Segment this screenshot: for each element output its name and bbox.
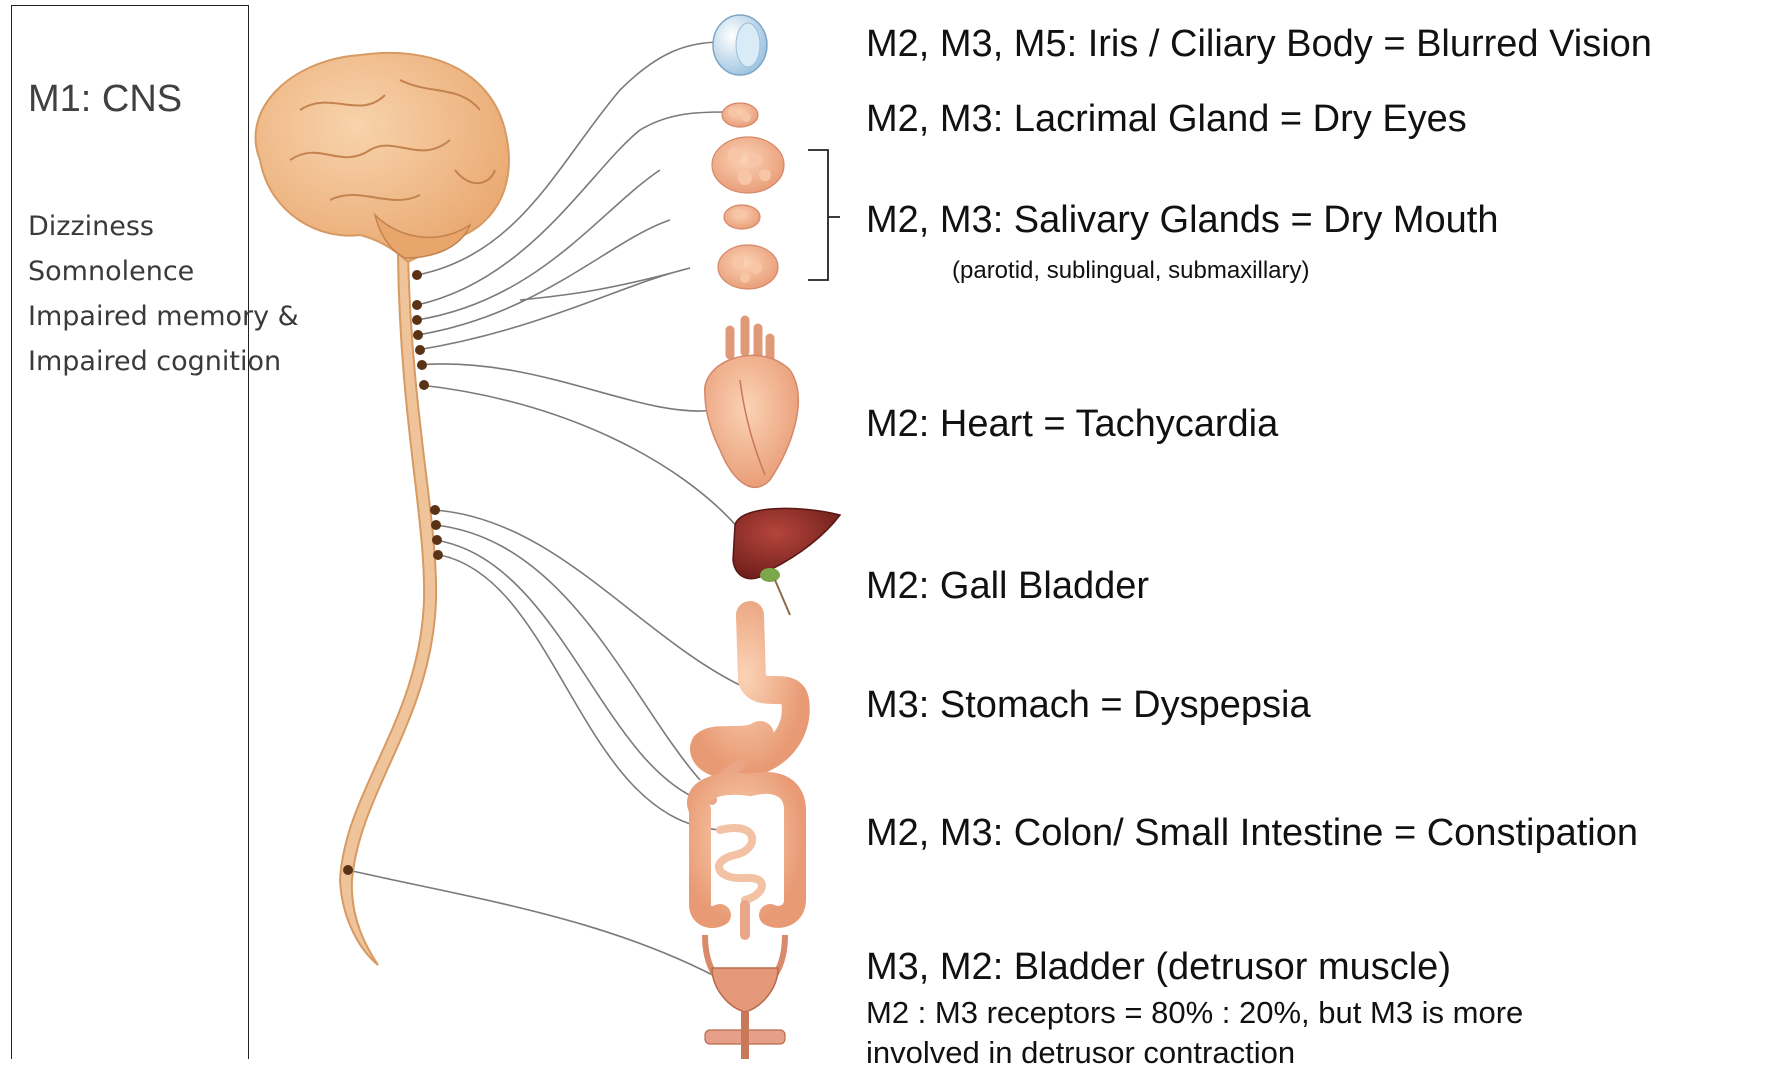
fiber-gallbladder xyxy=(420,385,740,530)
symptom-dizziness: Dizziness xyxy=(28,204,299,249)
label-salivary-note: (parotid, sublingual, submaxillary) xyxy=(952,257,1310,285)
stomach-icon xyxy=(704,615,796,800)
label-bladder-note-1: M2 : M3 receptors = 80% : 20%, but M3 is… xyxy=(866,994,1523,1032)
label-heart: M2: Heart = Tachycardia xyxy=(866,402,1278,446)
symptom-somnolence: Somnolence xyxy=(28,249,299,294)
label-eye: M2, M3, M5: Iris / Ciliary Body = Blurre… xyxy=(866,22,1652,66)
fiber-heart xyxy=(417,364,715,411)
fiber-intestine-2 xyxy=(435,540,700,800)
label-gallbladder: M2: Gall Bladder xyxy=(866,564,1149,608)
liver-icon xyxy=(733,508,840,615)
label-bladder: M3, M2: Bladder (detrusor muscle) xyxy=(866,945,1451,989)
label-bladder-note-2: involved in detrusor contraction xyxy=(866,1034,1295,1072)
fiber-bladder xyxy=(348,870,740,990)
label-stomach: M3: Stomach = Dyspepsia xyxy=(866,683,1311,727)
label-lacrimal-gland: M2, M3: Lacrimal Gland = Dry Eyes xyxy=(866,97,1467,141)
label-intestine: M2, M3: Colon/ Small Intestine = Constip… xyxy=(866,811,1638,855)
salivary-bracket xyxy=(808,150,840,280)
salivary-glands-icon xyxy=(712,137,784,289)
lacrimal-gland-icon xyxy=(722,103,758,127)
heart-icon xyxy=(705,320,799,487)
symptom-impaired-memory: Impaired memory & xyxy=(28,294,299,339)
bladder-icon xyxy=(705,935,785,1059)
cns-symptom-list: Dizziness Somnolence Impaired memory & I… xyxy=(28,204,299,384)
eye-icon xyxy=(713,15,767,75)
fiber-salivary-3 xyxy=(417,268,690,350)
label-salivary-glands: M2, M3: Salivary Glands = Dry Mouth xyxy=(866,198,1499,242)
symptom-impaired-cognition: Impaired cognition xyxy=(28,339,299,384)
intestine-icon xyxy=(698,783,795,935)
